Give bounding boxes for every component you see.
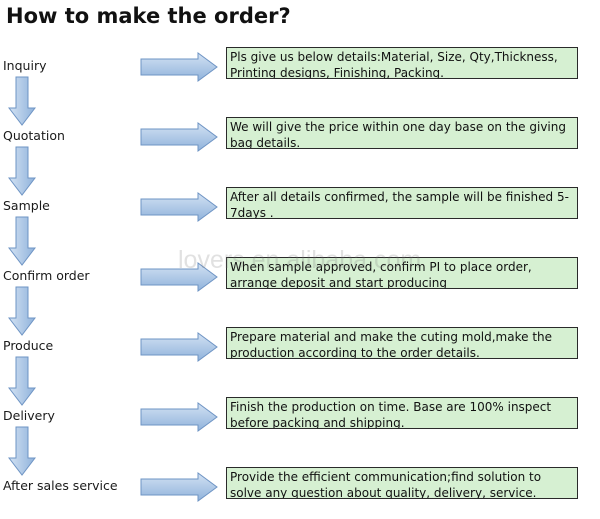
step-label: Inquiry — [3, 58, 47, 73]
down-arrow-icon — [8, 76, 36, 126]
right-arrow-icon — [140, 122, 218, 152]
right-arrow-icon — [140, 402, 218, 432]
step-label: Delivery — [3, 408, 55, 423]
step-detail-box: After all details confirmed, the sample … — [226, 187, 578, 219]
step-label: Sample — [3, 198, 50, 213]
step-detail-box: Provide the efficient communication;find… — [226, 467, 578, 499]
down-arrow-icon — [8, 146, 36, 196]
right-arrow-icon — [140, 262, 218, 292]
step-detail-box: We will give the price within one day ba… — [226, 117, 578, 149]
step-detail-box: Pls give us below details:Material, Size… — [226, 47, 578, 79]
right-arrow-icon — [140, 192, 218, 222]
right-arrow-icon — [140, 332, 218, 362]
step-label: Confirm order — [3, 268, 90, 283]
step-detail-box: Finish the production on time. Base are … — [226, 397, 578, 429]
down-arrow-icon — [8, 426, 36, 476]
down-arrow-icon — [8, 356, 36, 406]
step-label: Produce — [3, 338, 54, 353]
down-arrow-icon — [8, 216, 36, 266]
right-arrow-icon — [140, 52, 218, 82]
step-detail-box: Prepare material and make the cuting mol… — [226, 327, 578, 359]
down-arrow-icon — [8, 286, 36, 336]
page-title: How to make the order? — [6, 4, 291, 28]
right-arrow-icon — [140, 472, 218, 502]
step-label: Quotation — [3, 128, 65, 143]
step-detail-box: When sample approved, confirm PI to plac… — [226, 257, 578, 289]
step-label: After sales service — [3, 478, 118, 493]
